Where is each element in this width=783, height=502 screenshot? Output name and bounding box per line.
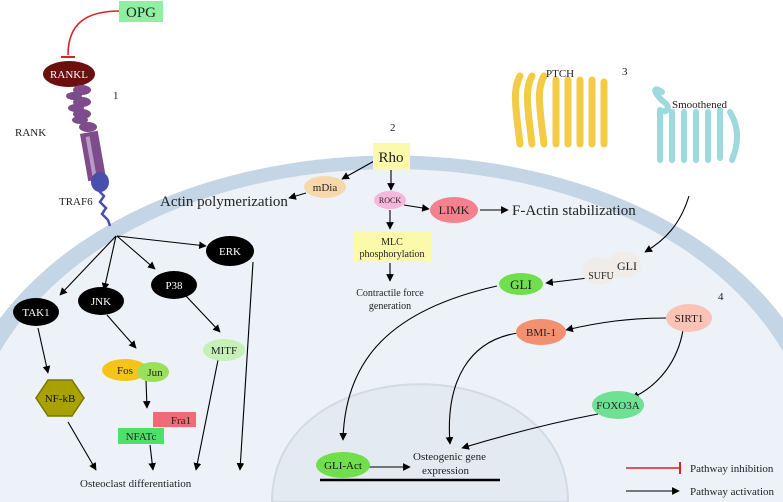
rank-receptor [66, 85, 112, 227]
jnk-label: JNK [91, 296, 111, 308]
foxo3a-label: FOXO3A [596, 400, 639, 412]
legend: Pathway inhibition Pathway activation [626, 462, 775, 498]
sirt1-node: SIRT1 [666, 304, 712, 332]
factin-label: F-Actin stabilization [512, 203, 636, 219]
rank-complex: OPG RANKL 1 RANK TRAF6 [15, 1, 163, 227]
ptch-label: PTCH [546, 68, 574, 80]
limk-node: LIMK [430, 197, 478, 223]
rho-label: Rho [378, 150, 403, 166]
jun-label: Jun [147, 367, 163, 379]
rank-label: RANK [15, 127, 46, 139]
jnk-node: JNK [78, 287, 124, 315]
tak1-label: TAK1 [22, 307, 49, 319]
opg-box [119, 1, 163, 22]
num-1: 1 [113, 90, 119, 102]
gli-act-node: GLI-Act [316, 452, 370, 478]
ptch-receptor [511, 72, 608, 148]
mlc-node: MLC phosphorylation [353, 232, 431, 262]
gli-label: GLI [510, 277, 532, 292]
num-2: 2 [390, 122, 396, 134]
rock-node: ROCK [374, 191, 406, 209]
traf6-label: TRAF6 [59, 196, 93, 208]
rock-label: ROCK [379, 196, 401, 205]
p38-label: P38 [165, 280, 183, 292]
fra1-node: Fra1 [153, 412, 196, 427]
mlc-label-2: phosphorylation [360, 249, 425, 260]
num-4: 4 [718, 291, 724, 303]
fra1-label: Fra1 [171, 415, 191, 427]
smoothened-label: Smoothened [672, 99, 727, 111]
mdia-label: mDia [313, 182, 338, 194]
osteogenic-label-1: Osteogenic gene [413, 451, 486, 463]
nfatc-node: NFATc [118, 428, 164, 444]
erk-label: ERK [219, 246, 241, 258]
nfkb-label: NF-kB [45, 393, 76, 405]
contractile-label-1: Contractile force [356, 288, 424, 299]
sirt1-label: SIRT1 [675, 313, 704, 325]
nfkb-node: NF-kB [35, 379, 85, 417]
gli-node: GLI [499, 273, 543, 295]
sufu-label: SUFU [588, 271, 614, 282]
actin-polymerization-label: Actin polymerization [160, 194, 288, 210]
legend-activation-label: Pathway activation [690, 486, 775, 498]
legend-inhibition-label: Pathway inhibition [690, 463, 774, 475]
tak1-node: TAK1 [13, 298, 59, 326]
erk-node: ERK [206, 236, 254, 266]
mlc-label-1: MLC [381, 237, 403, 248]
smoothened-receptor [652, 86, 740, 163]
bmi1-node: BMI-1 [516, 319, 566, 345]
mitf-node: MITF [203, 339, 245, 361]
mdia-node: mDia [304, 176, 346, 198]
p38-node: P38 [151, 271, 197, 299]
osteoclast-label: Osteoclast differentiation [80, 478, 192, 490]
sufu-gli-complex: SUFU GLI [582, 252, 641, 285]
rankl-label: RANKL [50, 69, 88, 81]
sirt1-arrows [367, 317, 684, 471]
gli-complex-label: GLI [617, 259, 637, 273]
fos-jun-node: Fos Jun [102, 359, 169, 382]
osteogenic-label-2: expression [422, 465, 470, 477]
rankl-ellipse [43, 61, 95, 87]
limk-label: LIMK [439, 203, 470, 217]
rho-arrows [288, 159, 509, 282]
num-3: 3 [622, 66, 628, 78]
contractile-label-2: generation [369, 301, 411, 312]
fos-label: Fos [117, 365, 133, 377]
rank-arrows [37, 235, 254, 471]
bmi1-label: BMI-1 [526, 327, 556, 339]
gli-act-label: GLI-Act [324, 460, 362, 472]
hedgehog-arrows [339, 195, 690, 441]
mitf-label: MITF [211, 345, 237, 357]
foxo3a-node: FOXO3A [592, 391, 644, 419]
opg-inhibition-arrow [67, 10, 121, 56]
opg-label: OPG [126, 5, 156, 21]
nfatc-label: NFATc [126, 431, 157, 443]
rho-node: Rho [373, 143, 410, 170]
